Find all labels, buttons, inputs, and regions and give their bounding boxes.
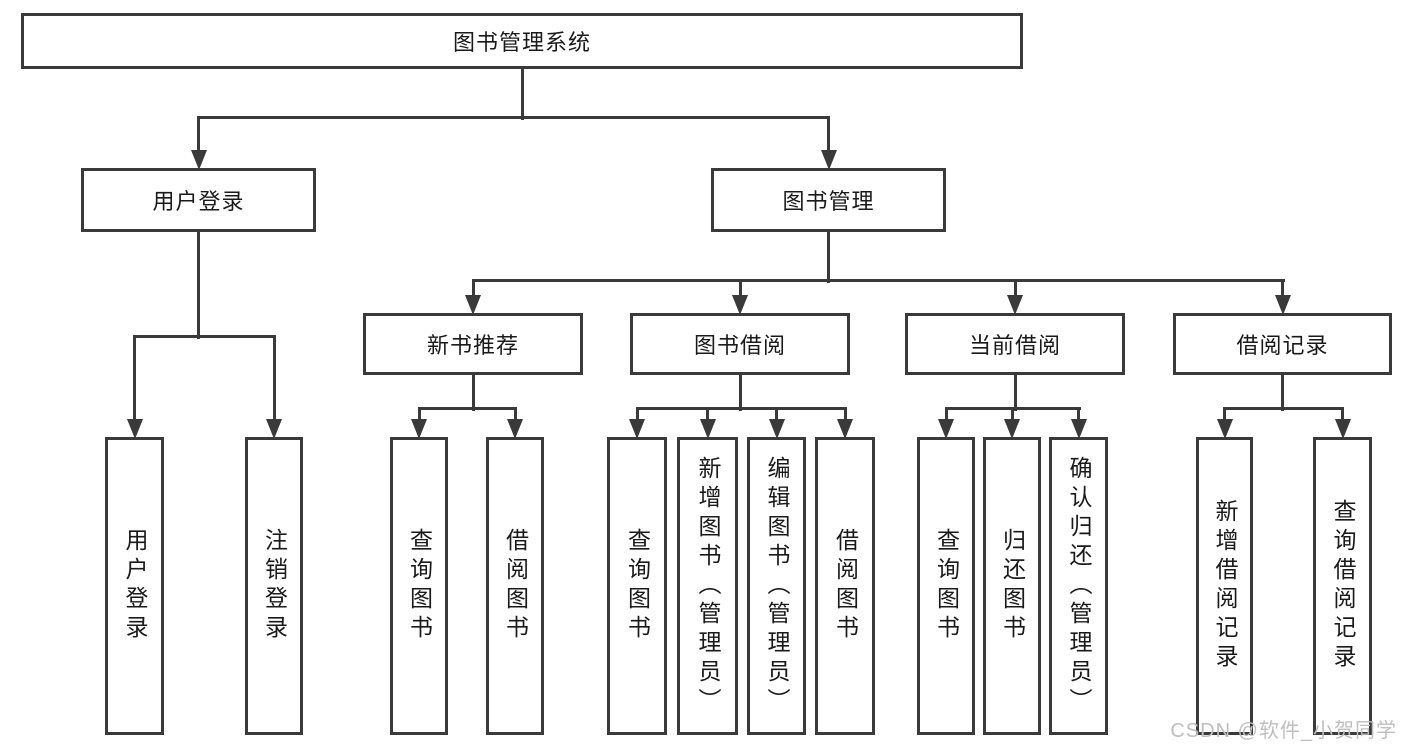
node-label-user-login: 用户登录 <box>152 189 245 214</box>
arrow-down-icon-v-borrow-book-2 <box>837 419 853 439</box>
node-label-v-add-book: 新增图书（管理员） <box>695 455 721 717</box>
arrow-down-icon-v-logout <box>266 419 282 439</box>
node-label-v-user-login: 用户登录 <box>122 528 148 644</box>
connector-bar-book-borrow <box>636 407 847 410</box>
arrow-down-icon-v-confirm-return <box>1071 419 1087 439</box>
connector-drop-v-query-book-3 <box>945 408 948 421</box>
connector-drop-current-borrow <box>1014 280 1017 297</box>
arrow-down-icon-current-borrow <box>1007 295 1023 315</box>
arrow-down-icon-v-user-login <box>127 419 143 439</box>
connector-drop-v-query-book-1 <box>418 408 421 421</box>
node-v-logout: 注销登录 <box>245 437 303 735</box>
node-label-v-borrow-book-2: 借阅图书 <box>832 528 859 644</box>
connector-stem-book-borrow <box>739 375 742 411</box>
node-label-v-query-book-1: 查询图书 <box>406 528 433 644</box>
node-label-v-return-book: 归还图书 <box>999 528 1026 644</box>
watermark: CSDN @软件_小贺同学 <box>1170 720 1397 742</box>
node-user-login: 用户登录 <box>81 168 316 232</box>
arrow-down-icon-user-login <box>191 150 207 170</box>
node-borrow-records: 借阅记录 <box>1173 313 1392 375</box>
node-label-root: 图书管理系统 <box>452 30 591 55</box>
connector-stem-book-mgmt <box>827 232 830 283</box>
arrow-down-icon-v-add-book <box>700 419 716 439</box>
node-v-borrow-book-1: 借阅图书 <box>486 437 544 735</box>
connector-drop-v-confirm-return <box>1077 408 1080 421</box>
node-label-v-add-borrow-record: 新增借阅记录 <box>1212 499 1238 673</box>
connector-drop-borrow-records <box>1281 280 1284 297</box>
node-v-user-login: 用户登录 <box>105 437 164 735</box>
node-v-query-book-1: 查询图书 <box>390 437 448 735</box>
connector-drop-v-add-borrow-record <box>1223 408 1226 421</box>
node-label-current-borrow: 当前借阅 <box>968 333 1061 358</box>
node-label-v-borrow-book-1: 借阅图书 <box>502 528 529 644</box>
connector-drop-v-add-book <box>706 408 709 421</box>
arrow-down-icon-v-add-borrow-record <box>1217 419 1233 439</box>
node-label-v-edit-book: 编辑图书（管理员） <box>764 455 790 717</box>
node-v-add-borrow-record: 新增借阅记录 <box>1196 437 1253 735</box>
arrow-down-icon-v-edit-book <box>769 419 785 439</box>
connector-drop-v-borrow-book-1 <box>514 408 517 421</box>
node-label-book-borrow: 图书借阅 <box>693 333 786 358</box>
node-v-query-borrow-record: 查询借阅记录 <box>1313 437 1372 735</box>
connector-bar-new-book-rec <box>418 407 517 410</box>
node-root: 图书管理系统 <box>21 13 1023 69</box>
arrow-down-icon-v-query-borrow-record <box>1335 419 1351 439</box>
connector-drop-v-edit-book <box>775 408 778 421</box>
arrow-down-icon-book-mgmt <box>821 150 837 170</box>
connector-drop-v-query-borrow-record <box>1341 408 1344 421</box>
connector-drop-v-logout <box>273 336 276 421</box>
arrow-down-icon-v-borrow-book-1 <box>507 419 523 439</box>
node-current-borrow: 当前借阅 <box>905 313 1125 375</box>
connector-stem-new-book-rec <box>472 375 475 411</box>
node-label-v-query-borrow-record: 查询借阅记录 <box>1330 499 1356 673</box>
node-label-v-logout: 注销登录 <box>261 528 288 644</box>
connector-stem-borrow-records <box>1281 375 1284 411</box>
node-label-v-query-book-2: 查询图书 <box>624 528 651 644</box>
node-label-book-mgmt: 图书管理 <box>782 189 875 214</box>
arrow-down-icon-book-borrow <box>732 295 748 315</box>
node-v-confirm-return: 确认归还（管理员） <box>1049 437 1108 735</box>
arrow-down-icon-v-query-book-3 <box>938 419 954 439</box>
arrow-down-icon-v-return-book <box>1004 419 1020 439</box>
connector-stem-root <box>521 69 524 120</box>
connector-drop-v-user-login <box>133 336 136 421</box>
connector-drop-user-login <box>197 117 200 152</box>
connector-bar-borrow-records <box>1223 407 1344 410</box>
node-v-add-book: 新增图书（管理员） <box>677 437 738 735</box>
connector-bar-root <box>197 116 830 119</box>
connector-drop-book-mgmt <box>827 117 830 152</box>
node-new-book-rec: 新书推荐 <box>363 313 583 375</box>
connector-drop-v-borrow-book-2 <box>844 408 847 421</box>
node-book-borrow: 图书借阅 <box>630 313 850 375</box>
node-book-mgmt: 图书管理 <box>711 168 946 232</box>
node-v-borrow-book-2: 借阅图书 <box>815 437 875 735</box>
connector-drop-v-query-book-2 <box>636 408 639 421</box>
node-label-borrow-records: 借阅记录 <box>1236 333 1329 358</box>
connector-bar-user-login <box>133 335 276 338</box>
arrow-down-icon-new-book-rec <box>465 295 481 315</box>
node-v-return-book: 归还图书 <box>983 437 1041 735</box>
arrow-down-icon-v-query-book-1 <box>411 419 427 439</box>
node-v-query-book-2: 查询图书 <box>607 437 667 735</box>
node-v-edit-book: 编辑图书（管理员） <box>747 437 806 735</box>
connector-bar-book-mgmt <box>472 279 1285 282</box>
connector-drop-new-book-rec <box>472 280 475 297</box>
connector-stem-user-login <box>197 232 200 339</box>
connector-drop-book-borrow <box>739 280 742 297</box>
arrow-down-icon-borrow-records <box>1275 295 1291 315</box>
node-v-query-book-3: 查询图书 <box>917 437 975 735</box>
node-label-new-book-rec: 新书推荐 <box>426 333 519 358</box>
arrow-down-icon-v-query-book-2 <box>629 419 645 439</box>
connector-stem-current-borrow <box>1014 375 1017 411</box>
connector-drop-v-return-book <box>1011 408 1014 421</box>
node-label-v-query-book-3: 查询图书 <box>933 528 960 644</box>
node-label-v-confirm-return: 确认归还（管理员） <box>1066 455 1092 717</box>
